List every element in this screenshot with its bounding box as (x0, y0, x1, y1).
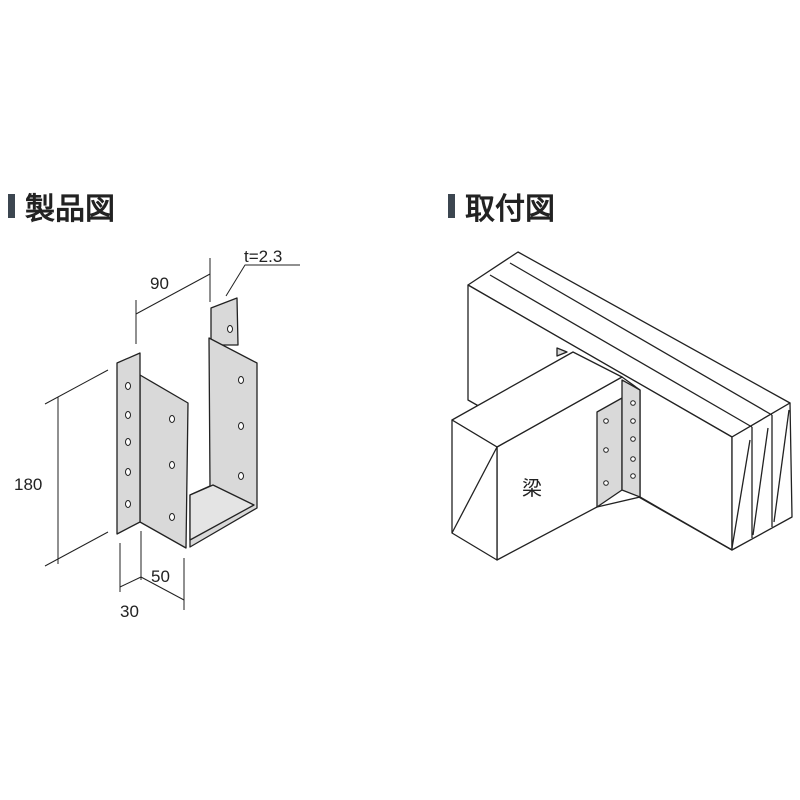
product-drawing-title: 製品図 (25, 192, 115, 227)
joist-hanger-drawing: 90 180 30 50 t=2.3 (14, 247, 300, 621)
beam-label: 梁 (522, 476, 542, 500)
hanger-side-plate (596, 397, 623, 508)
installation-drawing-title: 取付図 (465, 192, 555, 227)
installation-drawing-heading: 取付図 (448, 184, 555, 228)
dimension-depth-flange: 30 (120, 602, 139, 621)
product-drawing-heading: 製品図 (8, 184, 115, 228)
dimension-width: 90 (150, 274, 169, 293)
dimension-depth-side: 50 (151, 567, 170, 586)
left-side-plate (139, 374, 189, 549)
heading-bar-icon (8, 194, 15, 218)
bottom-seat (189, 484, 255, 541)
back-flange (210, 297, 239, 346)
dimension-thickness: t=2.3 (244, 247, 282, 266)
dimension-height: 180 (14, 475, 42, 494)
heading-bar-icon (448, 194, 455, 218)
installation-drawing: 梁 (451, 251, 793, 561)
